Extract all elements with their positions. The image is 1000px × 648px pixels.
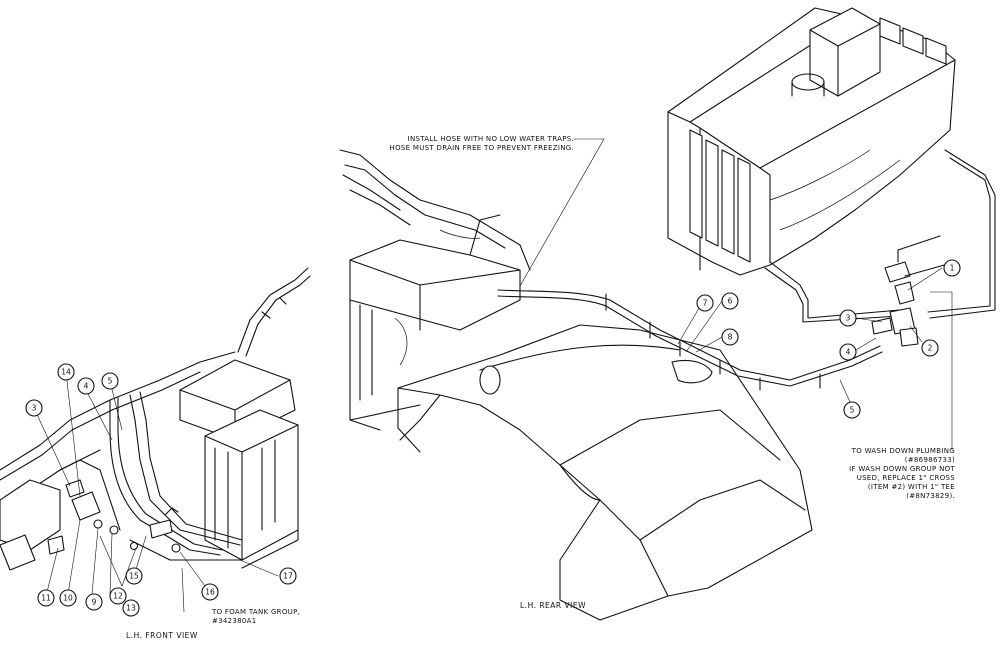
item-balloon-front-15: 15: [126, 568, 142, 584]
svg-text:HOSE MUST DRAIN FREE TO PREVEN: HOSE MUST DRAIN FREE TO PREVENT FREEZING…: [390, 144, 574, 152]
item-balloon-6: 6: [722, 293, 738, 309]
note-hose-install: INSTALL HOSE WITH NO LOW WATER TRAPS. HO…: [390, 135, 574, 152]
item-balloon-front-17: 17: [280, 568, 296, 584]
caption-rear-view: L.H. REAR VIEW: [520, 601, 586, 610]
svg-text:8: 8: [728, 333, 733, 342]
svg-text:13: 13: [126, 604, 136, 613]
item-balloon-5: 5: [844, 402, 860, 418]
svg-text:2: 2: [928, 344, 933, 353]
item-balloon-8: 8: [722, 329, 738, 345]
item-balloon-front-10: 10: [60, 590, 76, 606]
svg-text:TO FOAM TANK GROUP,: TO FOAM TANK GROUP,: [211, 608, 300, 616]
svg-text:17: 17: [283, 572, 293, 581]
fender: [398, 325, 812, 620]
svg-text:11: 11: [41, 594, 51, 603]
water-tank: [668, 8, 955, 275]
svg-text:4: 4: [84, 382, 89, 391]
svg-text:9: 9: [92, 598, 97, 607]
svg-text:14: 14: [61, 368, 71, 377]
item-balloon-3: 3: [840, 310, 856, 326]
item-balloon-1: 1: [944, 260, 960, 276]
svg-text:5: 5: [850, 406, 855, 415]
item-balloon-front-9: 9: [86, 594, 102, 610]
svg-text:4: 4: [846, 348, 851, 357]
note-foam-tank: TO FOAM TANK GROUP, #342380A1: [211, 608, 300, 625]
svg-text:TO WASH DOWN PLUMBING: TO WASH DOWN PLUMBING: [851, 447, 955, 455]
note-wash-down: TO WASH DOWN PLUMBING (#86986733) IF WAS…: [849, 447, 955, 500]
svg-text:16: 16: [205, 588, 215, 597]
item-balloon-front-14: 14: [58, 364, 74, 380]
item-balloon-front-16: 16: [202, 584, 218, 600]
svg-text:10: 10: [63, 594, 73, 603]
svg-text:(#86986733): (#86986733): [905, 456, 955, 464]
item-balloon-7: 7: [697, 295, 713, 311]
svg-text:(ITEM #2) WITH 1" TEE: (ITEM #2) WITH 1" TEE: [868, 483, 955, 491]
item-balloon-front-3: 3: [26, 400, 42, 416]
item-balloon-front-11: 11: [38, 590, 54, 606]
svg-text:#342380A1: #342380A1: [212, 617, 257, 625]
svg-text:3: 3: [32, 404, 37, 413]
svg-text:12: 12: [113, 592, 123, 601]
svg-text:(#8N73829).: (#8N73829).: [906, 492, 955, 500]
svg-text:15: 15: [129, 572, 139, 581]
caption-front-view: L.H. FRONT VIEW: [126, 631, 198, 640]
item-balloon-2: 2: [922, 340, 938, 356]
front-view-assembly: [0, 268, 310, 570]
item-balloon-front-5: 5: [102, 373, 118, 389]
svg-text:INSTALL HOSE WITH NO LOW WATER: INSTALL HOSE WITH NO LOW WATER TRAPS.: [408, 135, 574, 143]
svg-text:IF WASH DOWN GROUP NOT: IF WASH DOWN GROUP NOT: [849, 465, 955, 473]
item-balloon-front-12: 12: [110, 588, 126, 604]
item-balloon-front-4: 4: [78, 378, 94, 394]
item-balloon-4: 4: [840, 344, 856, 360]
svg-text:USED, REPLACE 1" CROSS: USED, REPLACE 1" CROSS: [857, 474, 956, 482]
svg-text:6: 6: [728, 297, 733, 306]
svg-text:1: 1: [950, 264, 955, 273]
svg-text:3: 3: [846, 314, 851, 323]
svg-text:5: 5: [108, 377, 113, 386]
svg-text:7: 7: [703, 299, 708, 308]
